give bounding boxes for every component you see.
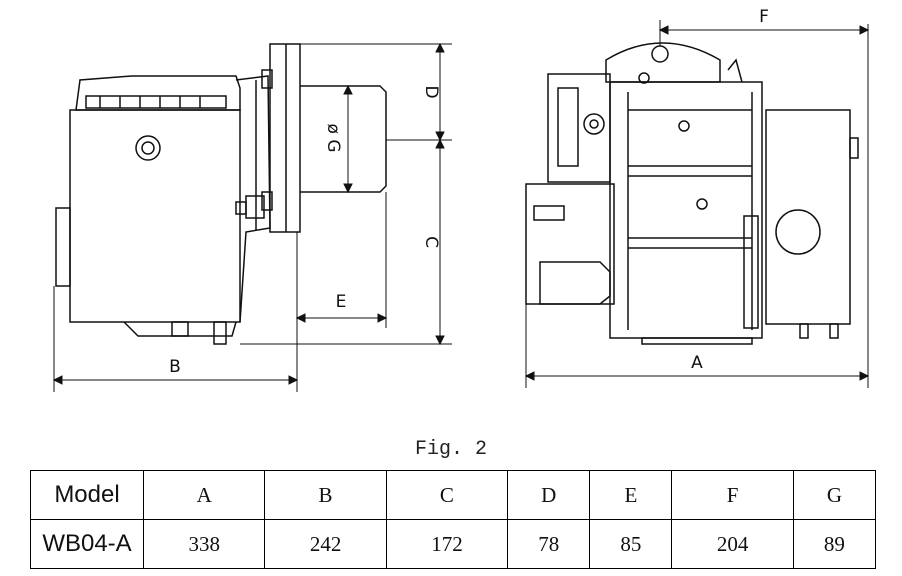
table-cell: 85 <box>589 519 673 569</box>
table-header-row: Model A B C D E F G <box>30 470 877 520</box>
table-row: WB04-A 338 242 172 78 85 204 89 <box>30 519 877 569</box>
table-header-cell: D <box>507 470 591 520</box>
dim-label-a: A <box>691 353 703 373</box>
dim-label-f: F <box>759 7 769 27</box>
table-cell: 242 <box>264 519 387 569</box>
dimensions-table: Model A B C D E F G WB04-A 338 242 172 7… <box>30 470 877 569</box>
table-header-model: Model <box>30 470 144 520</box>
table-cell: 172 <box>385 519 509 569</box>
table-row-model: WB04-A <box>30 519 144 569</box>
table-header-cell: B <box>264 470 387 520</box>
table-header-cell: A <box>142 470 266 520</box>
table-cell: 78 <box>507 519 591 569</box>
technical-drawing: D C ø G E B A F <box>52 7 870 392</box>
table-header-cell: C <box>385 470 509 520</box>
table-header-cell: F <box>671 470 794 520</box>
dim-label-b: B <box>169 357 181 377</box>
table-cell: 89 <box>792 519 877 569</box>
dim-label-e: E <box>336 292 347 312</box>
table-header-cell: E <box>589 470 673 520</box>
burner-front-view <box>525 42 859 345</box>
figure-caption: Fig. 2 <box>414 438 487 461</box>
table-header-cell: G <box>792 470 877 520</box>
table-cell: 338 <box>142 519 266 569</box>
dim-label-c: C <box>421 236 441 248</box>
dim-label-g: ø G <box>323 124 343 153</box>
dim-label-d: D <box>421 85 441 98</box>
burner-side-view <box>55 43 387 345</box>
table-cell: 204 <box>671 519 794 569</box>
